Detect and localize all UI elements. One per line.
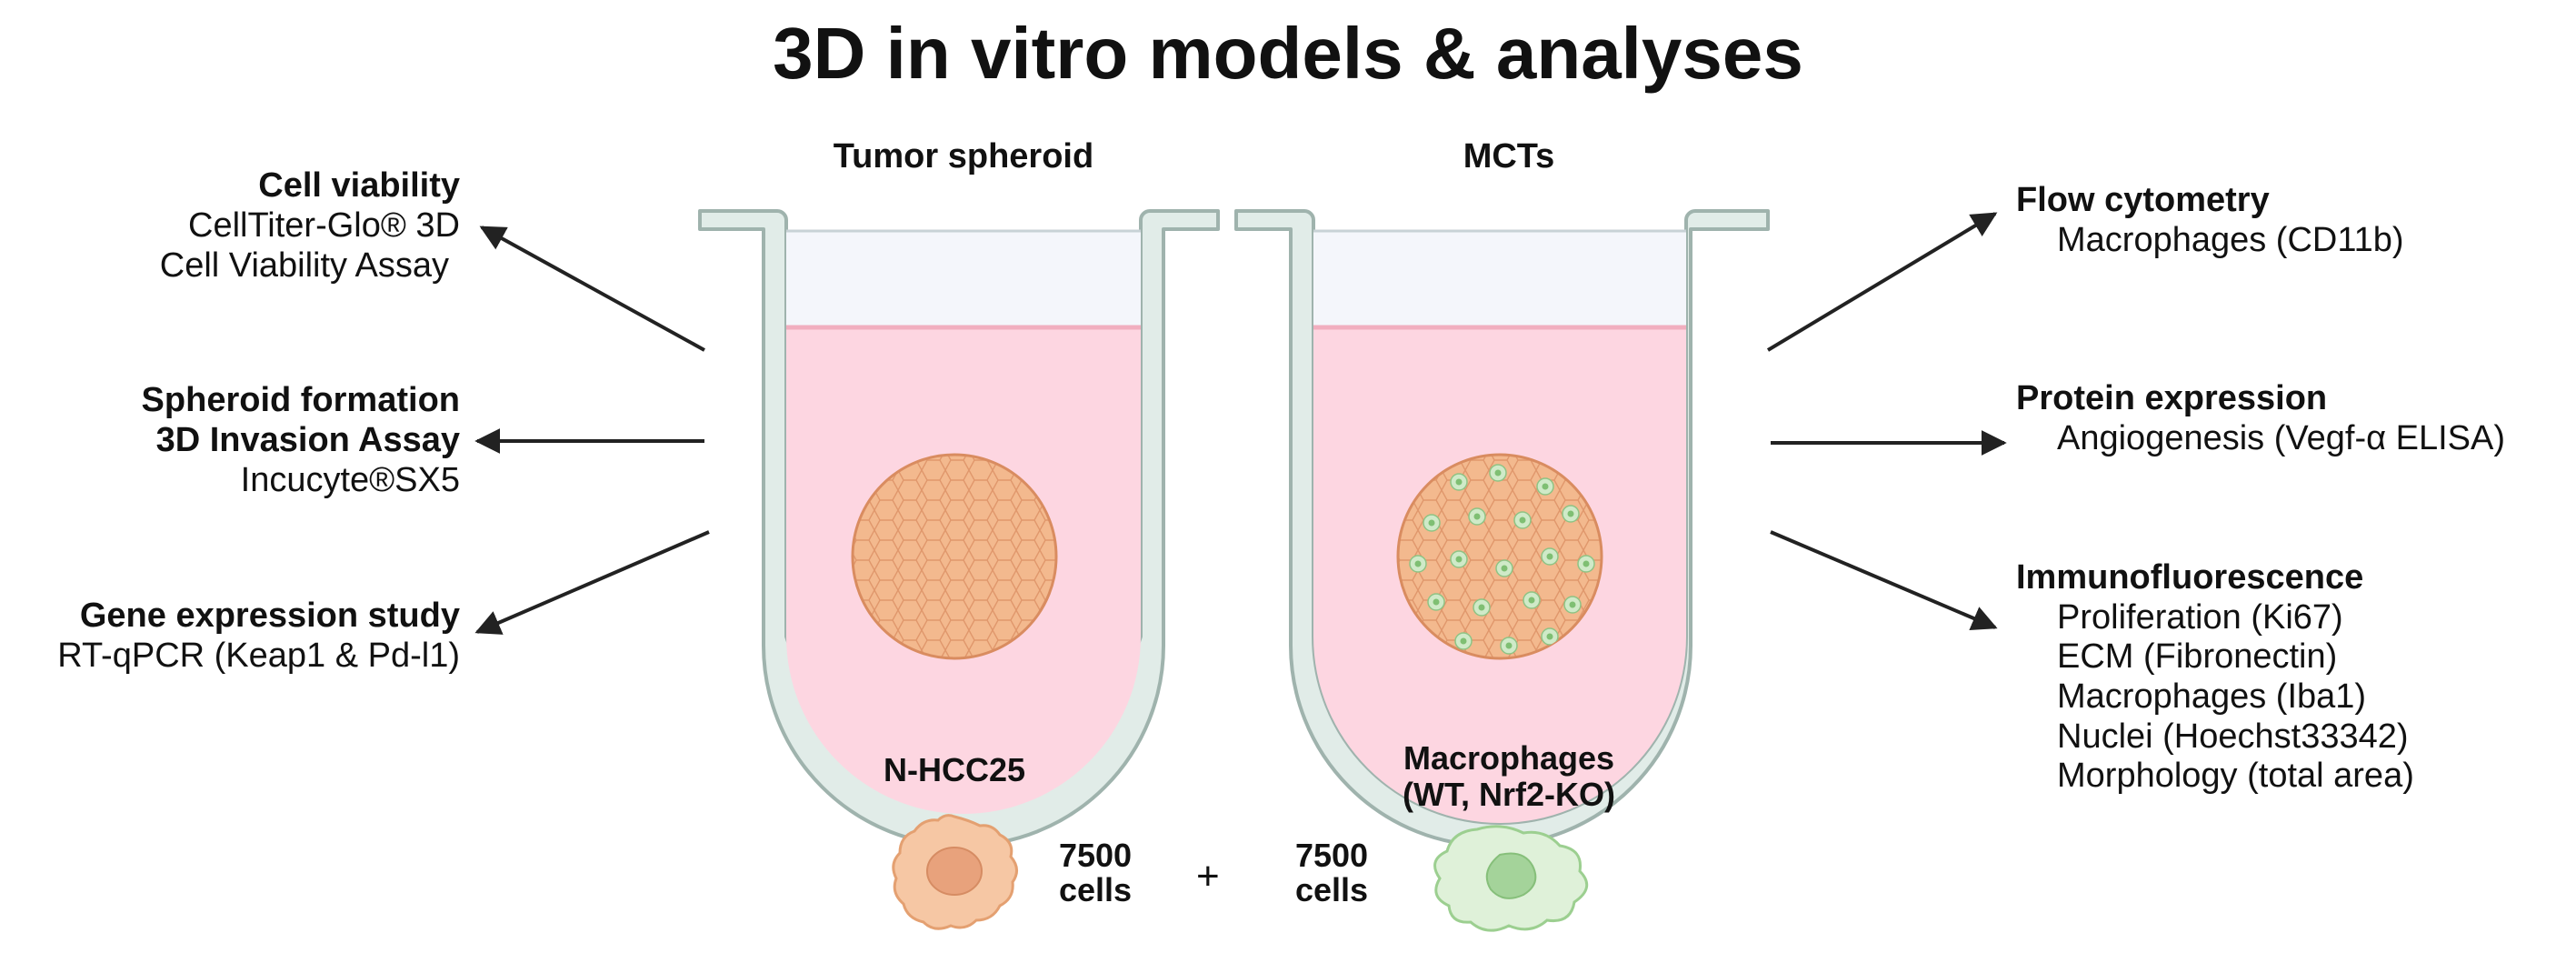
macrophage-cell-name: Macrophages (WT, Nrf2-KO)	[1373, 740, 1645, 812]
analysis-immunofluorescence: Immunofluorescence Proliferation (Ki67) …	[2016, 558, 2414, 797]
tumor-cell-icon	[892, 814, 1018, 930]
analysis-detail: CellTiter-Glo® 3D	[188, 206, 460, 246]
air-space	[786, 231, 1141, 327]
well-title-tumor-spheroid: Tumor spheroid	[833, 137, 1094, 176]
arrow-flow-cytometry	[1766, 212, 1998, 352]
analysis-detail: Morphology (total area)	[2057, 757, 2414, 796]
analysis-spheroid-formation: Spheroid formation 3D Invasion Assay Inc…	[0, 380, 460, 500]
analysis-detail: Incucyte®SX5	[240, 461, 460, 500]
analysis-detail: Nuclei (Hoechst33342)	[2057, 717, 2409, 756]
macrophage-dots	[1409, 464, 1595, 655]
nucleus	[1485, 852, 1537, 899]
air-space	[1313, 231, 1686, 327]
analysis-detail: ECM (Fibronectin)	[2057, 637, 2338, 677]
analysis-flow-cytometry: Flow cytometry Macrophages (CD11b)	[2016, 180, 2404, 260]
analysis-arrows	[474, 212, 2007, 635]
mct-well	[1234, 209, 1770, 848]
cell-name-line: (WT, Nrf2-KO)	[1403, 775, 1615, 813]
plus-sign: +	[1196, 854, 1220, 898]
cell-name-line: Macrophages	[1403, 739, 1615, 777]
analysis-detail: Macrophages (Iba1)	[2057, 677, 2367, 717]
macrophage-cell-count: 7500 cells	[1273, 838, 1391, 908]
tumor-cell-name: N-HCC25	[883, 751, 1026, 788]
analysis-heading: Gene expression study	[79, 597, 460, 635]
analysis-cell-viability: Cell viability CellTiter-Glo® 3D Cell Vi…	[0, 166, 460, 286]
tumor-spheroid-well	[698, 209, 1220, 848]
analysis-protein-expression: Protein expression Angiogenesis (Vegf-α …	[2016, 378, 2505, 458]
analysis-gene-expression: Gene expression study RT-qPCR (Keap1 & P…	[0, 596, 460, 676]
page-title: 3D in vitro models & analyses	[773, 13, 1803, 94]
analysis-heading: Spheroid formation	[141, 381, 460, 419]
nucleus	[926, 847, 983, 896]
count-value: 7500	[1294, 837, 1369, 874]
count-unit: cells	[1294, 870, 1369, 908]
analysis-heading: Protein expression	[2016, 379, 2328, 417]
analysis-heading: Cell viability	[258, 166, 460, 205]
count-unit: cells	[1058, 870, 1133, 908]
arrow-cell-viability	[479, 226, 705, 352]
analysis-heading: 3D Invasion Assay	[155, 421, 460, 460]
count-value: 7500	[1058, 837, 1133, 874]
analysis-detail: RT-qPCR (Keap1 & Pd-l1)	[57, 637, 460, 676]
macrophage-icon	[1433, 825, 1589, 932]
analysis-detail: Proliferation (Ki67)	[2057, 597, 2343, 637]
analysis-detail: Cell Viability Assay	[159, 246, 449, 286]
analysis-detail: Macrophages (CD11b)	[2057, 221, 2404, 260]
analysis-heading: Immunofluorescence	[2016, 558, 2364, 597]
analysis-heading: Flow cytometry	[2016, 181, 2270, 219]
analysis-detail: Angiogenesis (Vegf-α ELISA)	[2057, 419, 2506, 458]
well-title-mcts: MCTs	[1463, 137, 1555, 176]
tumor-cell-count: 7500 cells	[1036, 838, 1154, 908]
arrow-gene-expression	[474, 530, 710, 635]
arrow-immunofluorescence	[1770, 530, 1998, 631]
